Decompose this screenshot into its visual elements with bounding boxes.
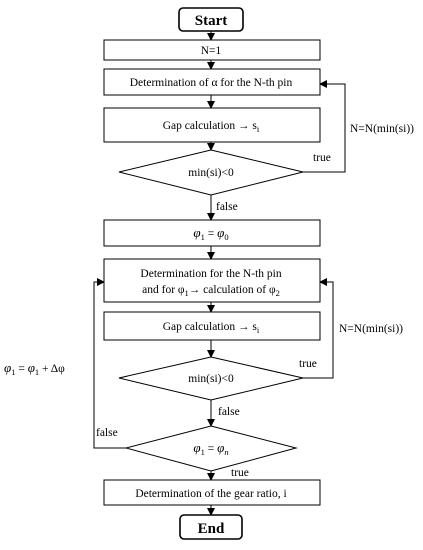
- start-label: Start: [195, 13, 228, 29]
- end-label: End: [198, 521, 225, 537]
- gap1-node: Gap calculation → si: [103, 107, 321, 143]
- true2-label: true: [299, 358, 317, 370]
- cond3-label: φ1 = φn: [193, 440, 228, 457]
- gap2-label: Gap calculation → si: [163, 321, 260, 335]
- cond1-node: min(si)<0: [118, 149, 304, 196]
- gear-label: Determination of the gear ratio, i: [135, 488, 286, 500]
- loop2-true-arrow: [303, 278, 334, 379]
- true1-label: true: [313, 152, 331, 164]
- phi-init-label: φ1 = φ0: [193, 225, 228, 242]
- phi-init-node: φ1 = φ0: [103, 219, 321, 247]
- cond2-node: min(si)<0: [118, 356, 304, 401]
- alpha-label: Determination of α for the N-th pin: [130, 77, 293, 89]
- false1-label: false: [216, 201, 238, 213]
- phi-increment-label: φ1 = φ1 + Δφ: [4, 360, 65, 377]
- true3-label: true: [231, 467, 249, 479]
- gap2-node: Gap calculation → si: [103, 311, 321, 341]
- start-node: Start: [178, 7, 244, 32]
- init-n-node: N=1: [103, 39, 321, 61]
- gap1-label: Gap calculation → si: [163, 120, 260, 134]
- false3-label: false: [96, 427, 118, 439]
- end-node: End: [179, 514, 243, 540]
- det-node: Determination for the N-th pin and for φ…: [103, 258, 321, 303]
- cond1-label: min(si)<0: [188, 167, 234, 179]
- init-n-label: N=1: [201, 45, 222, 57]
- connectors: [93, 31, 346, 516]
- det-line1-label: Determination for the N-th pin: [140, 268, 281, 280]
- cond3-node: φ1 = φn: [124, 425, 298, 472]
- det-line2-label: and for φ1→ calculation of φ2: [142, 284, 280, 298]
- loop3-false-arrow: [93, 278, 126, 449]
- alpha-node: Determination of α for the N-th pin: [103, 68, 321, 96]
- n-update2-label: N=N(min(si)): [339, 323, 403, 335]
- gear-node: Determination of the gear ratio, i: [103, 479, 321, 506]
- loop1-true-arrow: [303, 80, 346, 173]
- n-update1-label: N=N(min(si)): [350, 123, 414, 135]
- cond2-label: min(si)<0: [188, 373, 234, 385]
- false2-label: false: [218, 406, 240, 418]
